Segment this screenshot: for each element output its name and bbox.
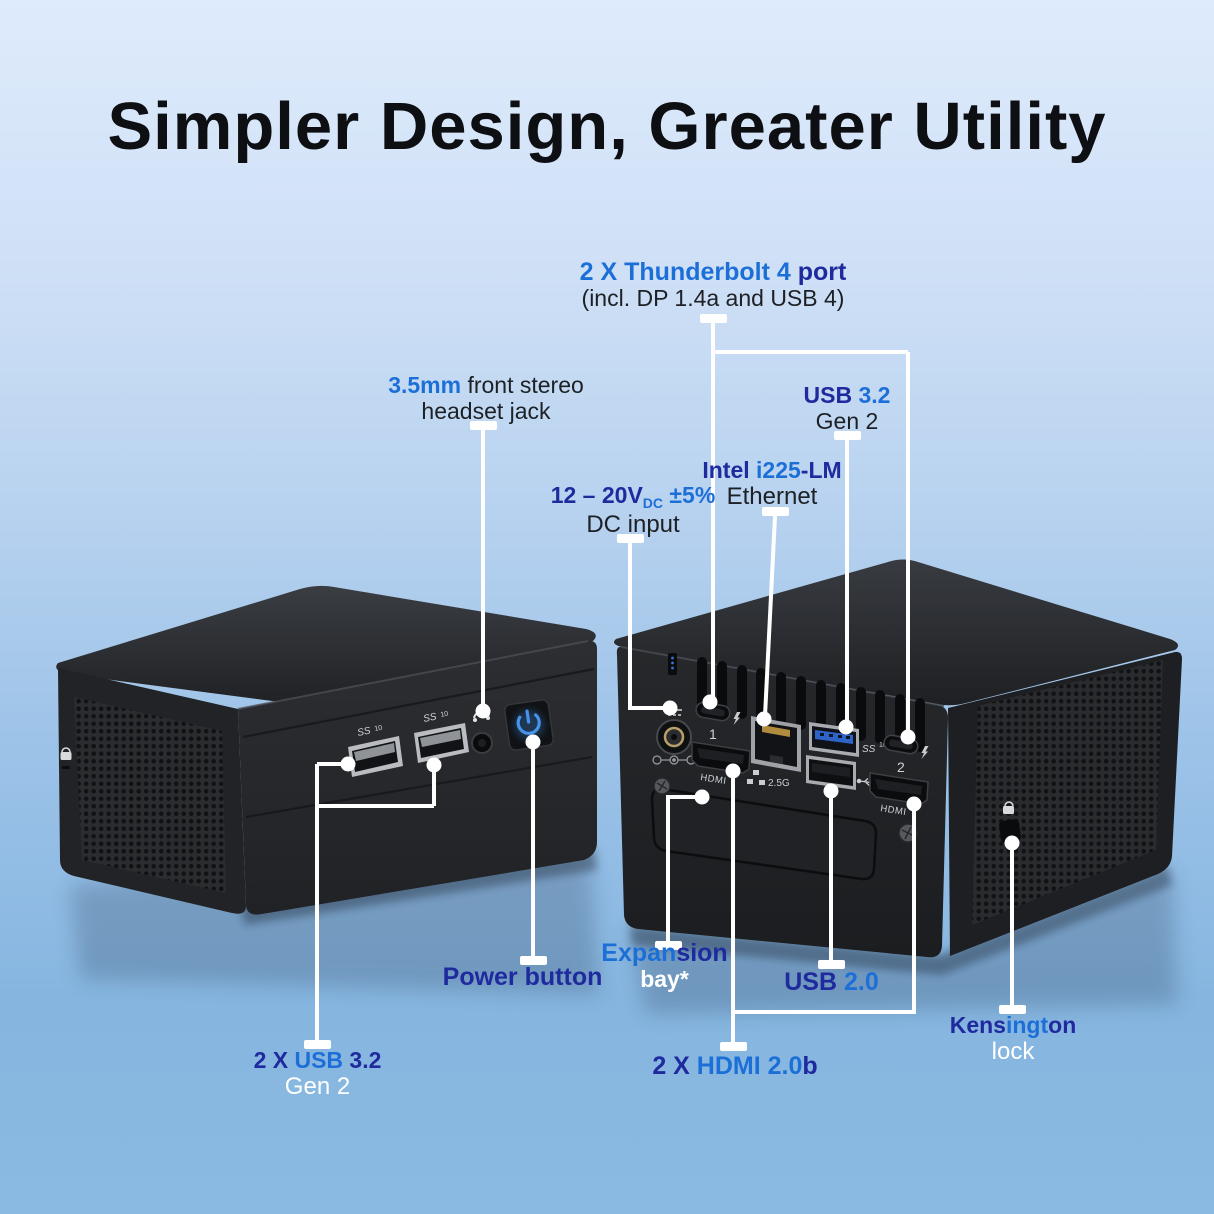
hdmi-port-2: HDMI	[869, 772, 929, 818]
mini-pc-front-view: SS 10 SS 10	[56, 585, 597, 915]
front-usb-port-2: SS 10	[414, 710, 469, 763]
lightning-icon	[921, 746, 929, 759]
ethernet-port: 2.5G	[747, 716, 801, 789]
svg-text:2.5G: 2.5G	[768, 778, 790, 789]
right-device-top-face	[614, 559, 1179, 706]
rear-vent-grille	[697, 657, 925, 752]
callout-thunderbolt: 2 X Thunderbolt 4 port (incl. DP 1.4a an…	[579, 258, 847, 311]
front-usb-port-1: SS 10	[348, 724, 403, 777]
hdmi-port-1: HDMI	[691, 741, 751, 787]
callout-expansion-bay: Expansion bay*	[601, 939, 728, 992]
callout-kensington: Kensington lock	[949, 1012, 1077, 1065]
power-icon	[516, 709, 541, 735]
ss10-marking: SS	[862, 744, 876, 755]
left-device-side-vent-mesh	[74, 697, 226, 893]
svg-text:10: 10	[374, 724, 383, 732]
hdmi-marking: HDMI	[880, 803, 908, 818]
front-panel-header-icon	[668, 653, 677, 675]
callout-power-button: Power button	[442, 963, 603, 991]
right-device-side-vent-mesh	[972, 660, 1163, 925]
mini-pc-rear-view: 1 HDMI 2.5G	[614, 559, 1182, 958]
hdmi-marking: HDMI	[700, 772, 728, 787]
callout-ethernet: Intel i225-LM Ethernet	[702, 457, 842, 510]
svg-text:10: 10	[440, 710, 449, 718]
callout-headset-jack: 3.5mm front stereo headset jack	[388, 372, 584, 424]
page-title: Simpler Design, Greater Utility	[107, 89, 1107, 164]
callout-lines	[315, 322, 1014, 1043]
svg-text:10: 10	[879, 742, 887, 749]
callout-hdmi: 2 X HDMI 2.0b	[652, 1052, 818, 1080]
left-device-top-face	[56, 585, 596, 709]
power-button	[504, 699, 554, 751]
lightning-icon	[733, 712, 741, 725]
ethernet-speed-icon: 2.5G	[747, 770, 790, 789]
callout-usb32-front: 2 X USB 3.2 Gen 2	[253, 1047, 382, 1100]
callout-usb20: USB 2.0	[784, 968, 879, 996]
side-lock-icon	[60, 747, 72, 769]
dc-power-jack	[652, 709, 696, 765]
callout-dots	[340, 694, 1020, 851]
port-2-marking: 2	[897, 759, 905, 775]
port-1-marking: 1	[709, 726, 717, 742]
ss10-marking: SS	[422, 711, 438, 725]
ss10-marking: SS	[356, 725, 372, 739]
expansion-bay	[650, 777, 918, 881]
callout-dc-input: 12 – 20VDC ±5% DC input	[550, 482, 716, 538]
callout-usb32-rear: USB 3.2 Gen 2	[803, 382, 891, 434]
callout-terminals	[304, 314, 1026, 1051]
polarity-icon	[652, 755, 696, 765]
screw-icon	[653, 777, 671, 795]
